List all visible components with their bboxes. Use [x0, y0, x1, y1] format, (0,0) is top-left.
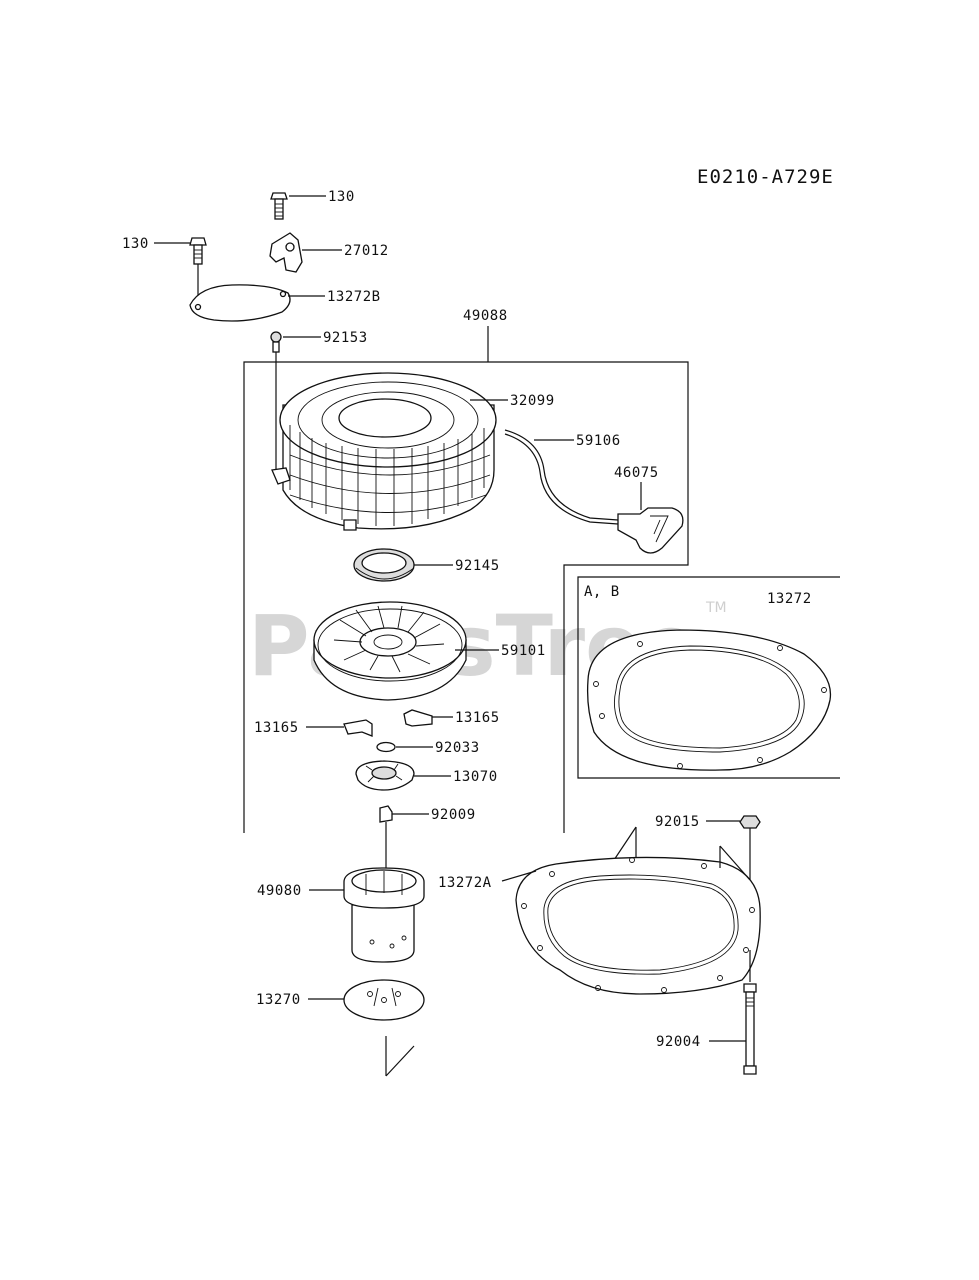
callout-92145[interactable]: 92145 — [455, 558, 500, 574]
callout-130-left[interactable]: 130 — [122, 236, 149, 252]
inset-part-13272[interactable]: 13272 — [767, 591, 812, 607]
callout-46075[interactable]: 46075 — [614, 465, 659, 481]
pulley-49080[interactable] — [343, 867, 425, 963]
stud-92004[interactable] — [743, 983, 757, 1075]
callout-92004[interactable]: 92004 — [656, 1034, 701, 1050]
inset-note: A, B — [584, 584, 620, 600]
callout-13272B[interactable]: 13272B — [327, 289, 381, 305]
callout-59101[interactable]: 59101 — [501, 643, 546, 659]
callout-32099[interactable]: 32099 — [510, 393, 555, 409]
ratchet-13070[interactable] — [355, 760, 415, 791]
callout-13165-left[interactable]: 13165 — [254, 720, 299, 736]
bolt-130-left[interactable] — [189, 237, 207, 265]
callout-27012[interactable]: 27012 — [344, 243, 389, 259]
bolt-92009[interactable] — [379, 805, 393, 823]
pawl-13165-right[interactable] — [403, 709, 433, 727]
callout-49080[interactable]: 49080 — [257, 883, 302, 899]
diagram-code: E0210-A729E — [697, 166, 834, 188]
recoil-housing-32099[interactable] — [271, 372, 497, 531]
callout-92033[interactable]: 92033 — [435, 740, 480, 756]
gasket-13272A[interactable] — [515, 856, 761, 995]
screw-92153[interactable] — [270, 331, 282, 353]
plate-13272B[interactable] — [189, 284, 291, 322]
ring-92033[interactable] — [376, 741, 396, 753]
callout-92153[interactable]: 92153 — [323, 330, 368, 346]
callout-13165-right[interactable]: 13165 — [455, 710, 500, 726]
callout-13270[interactable]: 13270 — [256, 992, 301, 1008]
callout-13272A[interactable]: 13272A — [438, 875, 492, 891]
callout-130-top[interactable]: 130 — [328, 189, 355, 205]
bracket-27012[interactable] — [269, 232, 303, 273]
pawl-13165-left[interactable] — [343, 719, 373, 737]
handle-46075[interactable] — [617, 507, 684, 554]
inset-ab-box — [577, 576, 840, 779]
callout-92015[interactable]: 92015 — [655, 814, 700, 830]
watermark-tm: TM — [705, 600, 727, 616]
callout-13070[interactable]: 13070 — [453, 769, 498, 785]
assembly-49088-bracket — [243, 361, 689, 833]
plate-13270[interactable] — [343, 979, 425, 1021]
callout-59106[interactable]: 59106 — [576, 433, 621, 449]
gasket-13272[interactable] — [586, 629, 832, 771]
callout-92009[interactable]: 92009 — [431, 807, 476, 823]
callout-49088[interactable]: 49088 — [463, 308, 508, 324]
bolt-130-top[interactable] — [270, 192, 288, 220]
nut-92015[interactable] — [739, 815, 761, 829]
spring-92145[interactable] — [353, 548, 415, 582]
reel-59101[interactable] — [313, 601, 467, 701]
rope-59106[interactable] — [504, 429, 619, 521]
